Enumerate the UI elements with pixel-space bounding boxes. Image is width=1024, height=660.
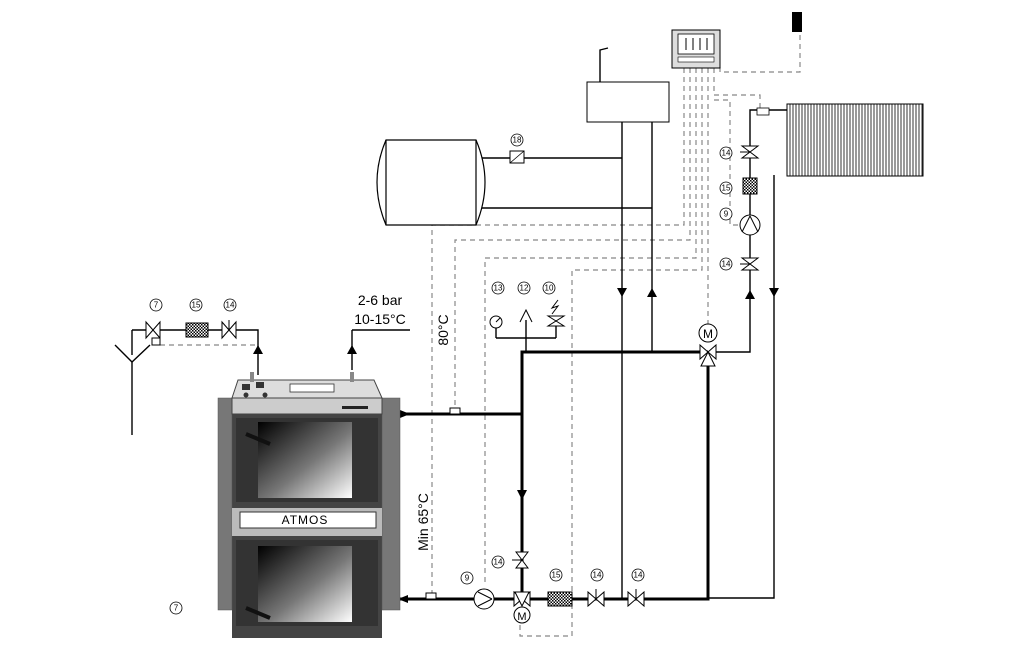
- outdoor-sensor: [792, 12, 802, 32]
- lower-door-handle: [245, 606, 271, 620]
- badge-9-return: 9: [460, 571, 474, 585]
- badge-14-return-1: 14: [590, 568, 604, 582]
- badge-7-boiler: 7: [169, 601, 183, 615]
- hot-water-tank: [376, 139, 486, 226]
- svg-text:18: 18: [513, 136, 522, 145]
- return-temperature-label: Min 65°C: [415, 493, 431, 551]
- badge-15-drain: 15: [189, 298, 203, 312]
- tank-sensor-18: [509, 150, 525, 164]
- boiler-switch-icon: [242, 384, 250, 390]
- boiler-display: [289, 383, 335, 393]
- svg-text:15: 15: [552, 571, 561, 580]
- component-symbols: [145, 145, 761, 624]
- mixing-valve-bottom-label: M: [517, 611, 526, 623]
- svg-text:14: 14: [494, 558, 503, 567]
- svg-text:7: 7: [154, 301, 159, 310]
- svg-text:14: 14: [226, 301, 235, 310]
- badge-14-drain: 14: [223, 298, 237, 312]
- pipework: [114, 47, 790, 601]
- upper-door-handle: [245, 432, 271, 446]
- svg-text:12: 12: [520, 284, 529, 293]
- pressure-label: 2-6 bar: [358, 292, 403, 308]
- controller-unit: [671, 29, 721, 69]
- badge-9-radiator: 9: [719, 207, 733, 221]
- svg-text:14: 14: [722, 260, 731, 269]
- svg-text:15: 15: [192, 301, 201, 310]
- svg-text:9: 9: [724, 210, 729, 219]
- badge-15-return: 15: [549, 568, 563, 582]
- boiler-brand-label: ATMOS: [282, 513, 329, 527]
- badge-18-tank: 18: [510, 133, 524, 147]
- mixing-valve-top-label: M: [703, 327, 713, 341]
- svg-text:14: 14: [634, 571, 643, 580]
- svg-text:7: 7: [174, 604, 179, 613]
- svg-text:9: 9: [465, 574, 470, 583]
- svg-text:10: 10: [545, 284, 554, 293]
- svg-text:14: 14: [593, 571, 602, 580]
- svg-text:15: 15: [722, 184, 731, 193]
- expansion-vessel: [586, 81, 670, 123]
- badge-10: 10: [542, 281, 556, 295]
- flow-temperature-label: 80°C: [435, 314, 451, 345]
- inlet-temperature-label: 10-15°C: [354, 311, 406, 327]
- badge-12: 12: [517, 281, 531, 295]
- component-number-badges: 7 15 14 7 18 13 12 10 14 15 9 14 14 9 15…: [149, 133, 733, 615]
- svg-text:13: 13: [494, 284, 503, 293]
- badge-15-radiator: 15: [719, 181, 733, 195]
- flow-arrows: [253, 288, 779, 603]
- boiler: ATMOS: [217, 372, 401, 638]
- badge-7-drain: 7: [149, 298, 163, 312]
- badge-14-bypass: 14: [491, 555, 505, 569]
- svg-text:14: 14: [722, 149, 731, 158]
- badge-14-return-2: 14: [631, 568, 645, 582]
- badge-14-radiator-bottom: 14: [719, 257, 733, 271]
- badge-13: 13: [491, 281, 505, 295]
- badge-14-radiator-top: 14: [719, 146, 733, 160]
- radiator: [756, 103, 924, 177]
